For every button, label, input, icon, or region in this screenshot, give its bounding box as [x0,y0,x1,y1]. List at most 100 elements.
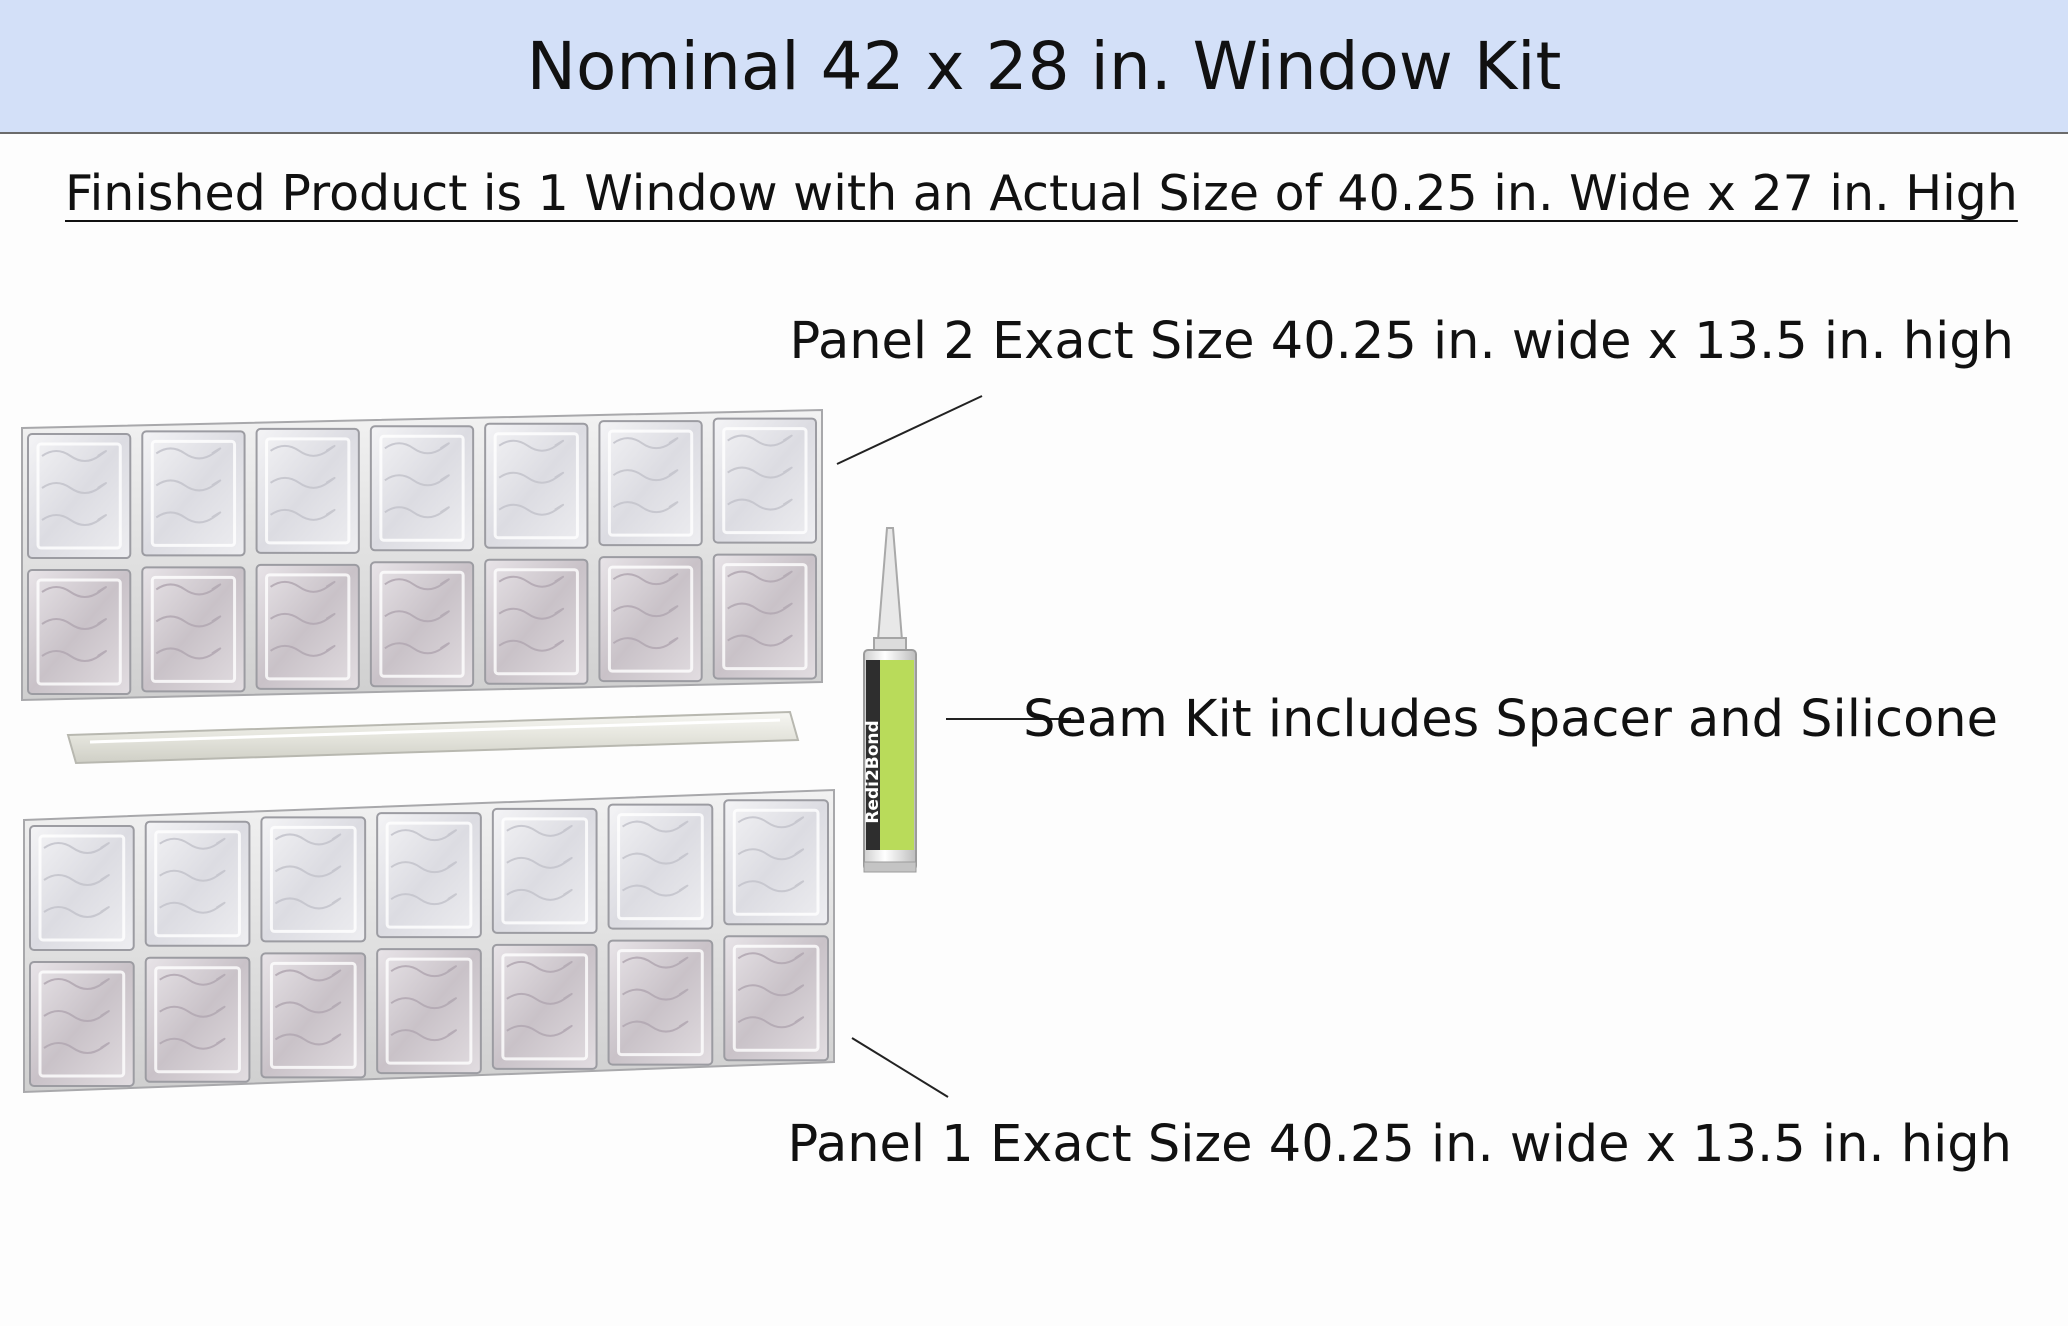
glass-wave-texture [622,1020,689,1033]
glass-wave-texture [506,824,573,837]
glass-wave-texture [506,856,573,869]
glass-block [27,569,132,695]
glass-block [723,935,829,1062]
glass-wave-texture [269,508,336,521]
glass-wave-texture [159,1037,226,1050]
glass-wave-texture [274,833,342,846]
glass-block [484,422,589,549]
glass-block [27,433,132,559]
glass-wave-texture [390,965,457,978]
glass-wave-texture [269,612,336,625]
glass-block-highlight [38,970,126,1078]
glass-wave-texture [384,642,450,655]
glass-wave-texture [737,1016,805,1029]
glass-block [607,939,714,1066]
glass-block-panel-1 [23,788,835,1094]
glass-wave-texture [498,639,565,652]
glass-wave-texture [274,1033,342,1046]
glass-wave-texture [506,1024,573,1037]
glass-block-highlight [36,442,122,550]
glass-wave-texture [155,615,222,628]
glass-wave-texture [43,1042,110,1054]
glass-wave-texture [274,969,342,982]
glass-block [712,417,818,544]
glass-wave-texture [384,578,450,591]
glass-wave-texture [390,1029,457,1042]
glass-block-highlight [385,821,473,929]
glass-block [369,561,475,688]
glass-wave-texture [727,498,793,511]
glass-wave-texture [159,837,226,850]
glass-wave-texture [727,434,793,447]
leader-line-panel1 [851,1037,949,1098]
panel-2-size-label: Panel 2 Exact Size 40.25 in. wide x 13.5… [789,312,2015,371]
glass-wave-texture [155,647,222,660]
glass-block-highlight [493,432,579,540]
glass-block [255,563,360,690]
glass-block-highlight [38,834,126,942]
glass-block [369,425,475,552]
glass-block-highlight [607,429,694,537]
glass-block [260,816,367,943]
glass-block-highlight [379,434,465,542]
glass-block [607,803,714,930]
glass-wave-texture [727,570,793,583]
glass-block [260,952,367,1079]
glass-block [491,943,598,1070]
glass-block-panel-2 [21,408,823,702]
glass-wave-texture [159,1005,226,1018]
glass-wave-texture [612,469,679,482]
title-bar: Nominal 42 x 28 in. Window Kit [0,0,2068,134]
glass-block [141,430,246,557]
glass-wave-texture [498,439,565,452]
glass-wave-texture [41,618,107,630]
glass-wave-texture [498,503,565,516]
seam-spacer-ridge [89,718,781,744]
glass-block-highlight [732,808,820,916]
glass-wave-texture [737,816,805,829]
glass-wave-texture [274,897,342,910]
glass-wave-texture [43,874,110,886]
glass-wave-texture [41,650,107,662]
glass-wave-texture [384,474,450,487]
glass-wave-texture [274,865,342,878]
glass-wave-texture [41,482,107,494]
glass-block-highlight [265,437,351,545]
glass-wave-texture [612,637,679,650]
glass-block [29,825,135,951]
seam-kit-label: Seam Kit includes Spacer and Silicone [1023,690,1998,749]
glass-wave-texture [737,952,805,965]
glass-wave-texture [159,901,226,914]
glass-wave-texture [269,444,336,457]
glass-block-highlight [150,439,237,547]
glass-block-highlight [150,575,237,683]
glass-wave-texture [498,607,565,620]
page-title: Nominal 42 x 28 in. Window Kit [526,27,1562,105]
glass-wave-texture [43,978,110,990]
glass-block-highlight [269,825,357,933]
glass-wave-texture [622,884,689,897]
glass-wave-texture [269,580,336,593]
glass-block-highlight [493,568,579,676]
glass-block [598,420,703,547]
glass-wave-texture [41,450,107,462]
glass-wave-texture [41,586,107,598]
glass-wave-texture [384,442,450,455]
leader-line-panel2 [836,395,983,465]
glass-block-highlight [265,573,351,681]
glass-wave-texture [506,960,573,973]
glass-block [723,799,829,926]
glass-wave-texture [506,992,573,1005]
glass-block-highlight [501,817,589,925]
glass-block-highlight [379,570,465,678]
glass-wave-texture [390,997,457,1010]
glass-block [598,556,703,683]
glass-wave-texture [737,984,805,997]
glass-wave-texture [737,880,805,893]
glass-wave-texture [727,634,793,647]
glass-block-highlight [617,949,704,1057]
glass-block [712,553,818,680]
glass-wave-texture [41,514,107,526]
glass-block [141,566,246,693]
glass-block-highlight [154,830,241,938]
